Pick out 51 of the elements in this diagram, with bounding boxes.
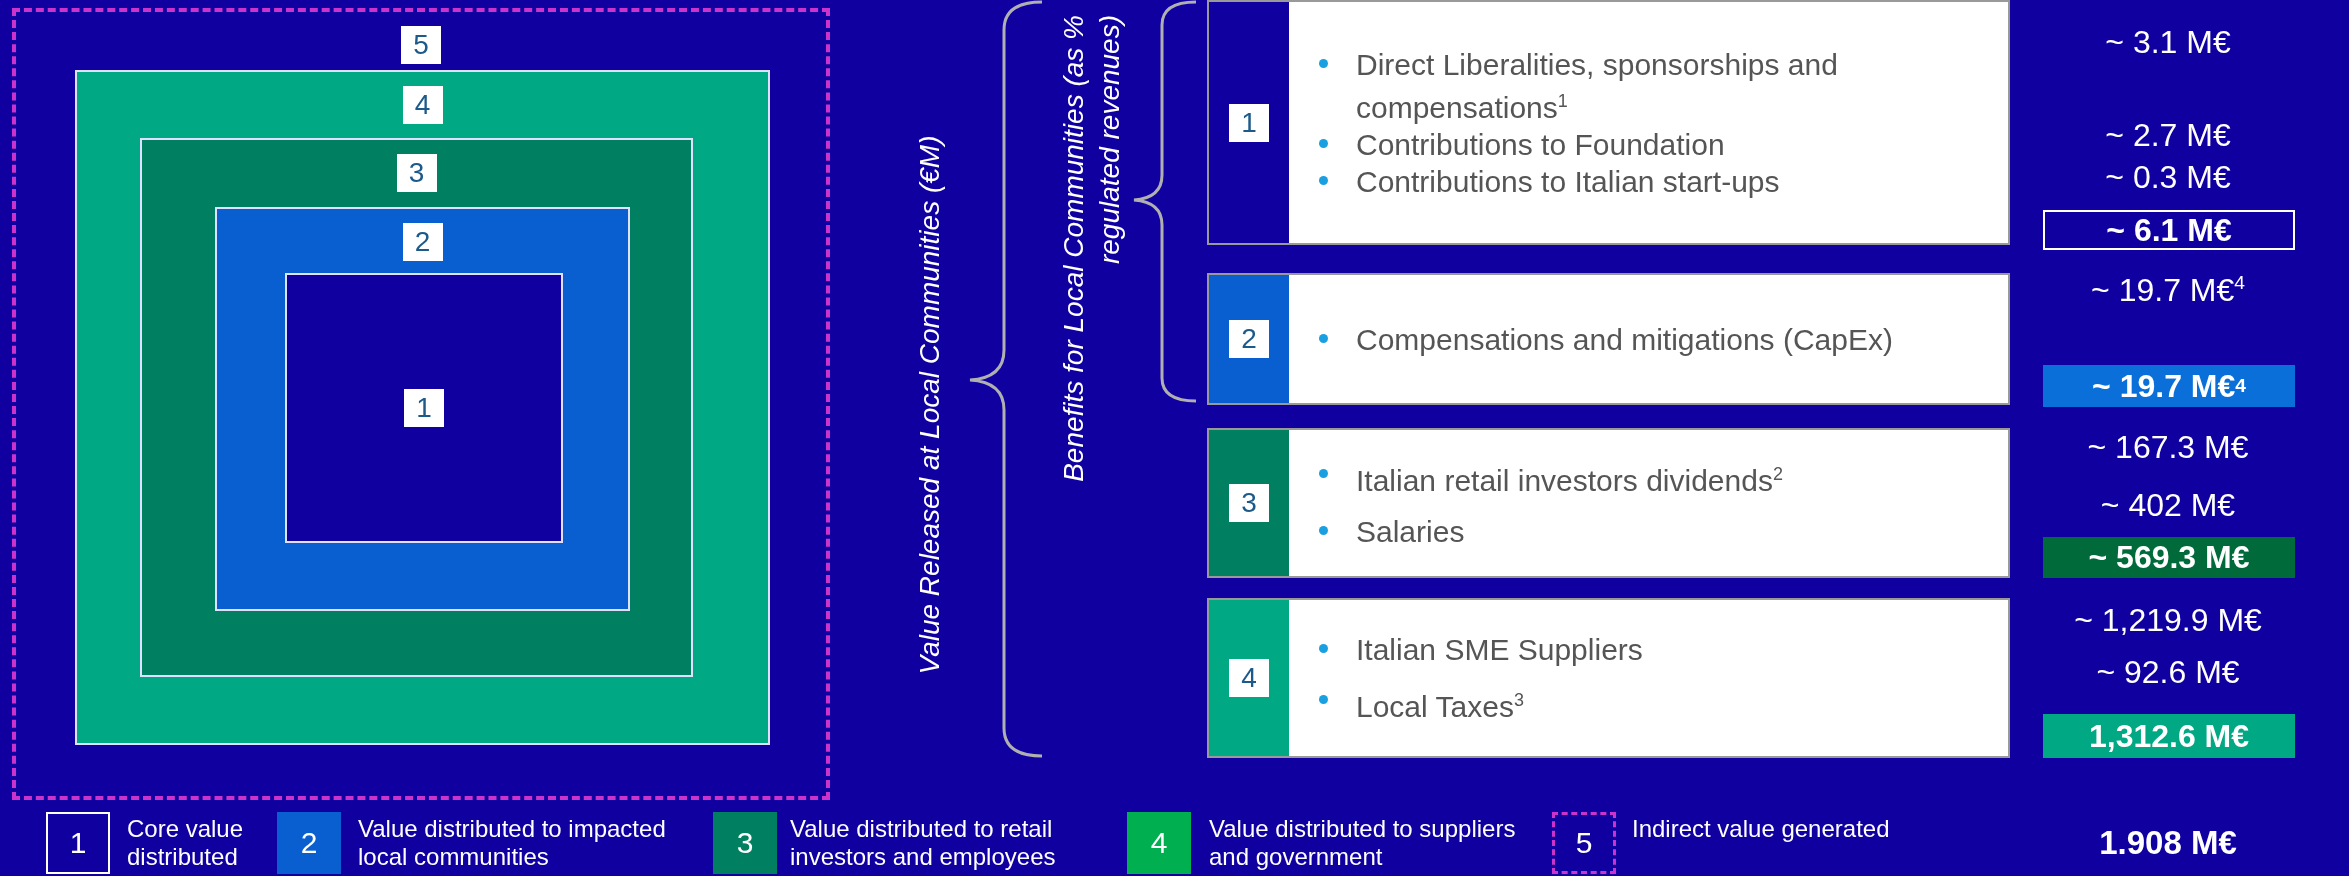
legend-text: Value distributed to suppliers and government xyxy=(1209,815,1517,871)
info-card xyxy=(1207,0,2010,245)
number-label: 3 xyxy=(396,154,437,192)
list-item-text: Contributions to Foundation xyxy=(1356,126,1725,163)
nested-square xyxy=(215,207,630,611)
list-item-text: Salaries xyxy=(1356,514,1465,550)
total-value: ~ 6.1 M€ xyxy=(2043,210,2295,250)
value-text: ~ 1,219.9 M€ xyxy=(2074,601,2262,639)
value-text: ~ 2.7 M€ xyxy=(2105,116,2231,154)
value-text: ~ 3.1 M€ xyxy=(2105,23,2231,61)
info-card xyxy=(1207,428,2010,578)
list-item-text: Direct Liberalities, sponsorships and compensations$^{1}$ xyxy=(1356,46,1839,126)
number-label: 2 xyxy=(1229,320,1269,358)
list-item-text: Italian SME Suppliers xyxy=(1356,632,1643,668)
nested-square xyxy=(75,70,770,745)
total-value: ~ 19.7 M€$^{4}$ xyxy=(2043,365,2295,407)
legend-swatch: 5 xyxy=(1552,812,1616,874)
legend-text: Value distributed to retail investors and employees xyxy=(790,815,1057,871)
list-item-text: Contributions to Italian start-ups xyxy=(1356,163,1780,200)
legend-swatch: 3 xyxy=(713,812,777,874)
dashed-square xyxy=(12,8,830,800)
number-label: 4 xyxy=(1229,659,1269,697)
value-text: ~ 167.3 M€ xyxy=(2087,428,2249,466)
legend-text: Indirect value generated xyxy=(1632,815,1891,843)
number-label: 5 xyxy=(401,26,441,64)
grand-total: 1.908 M€ xyxy=(2099,824,2237,862)
legend-swatch: 2 xyxy=(277,812,341,874)
number-label: 1 xyxy=(1229,103,1269,142)
legend-text: Core value distributed xyxy=(127,815,245,871)
list-item-text: Italian retail investors dividends$^{2}$ xyxy=(1356,463,1783,499)
info-card xyxy=(1207,273,2010,405)
axis-title: Value Released at Local Communities (€M) xyxy=(914,134,946,677)
axis-title: Benefits for Local Communities (as % regulated revenues) xyxy=(1057,15,1126,484)
value-text: ~ 402 M€ xyxy=(2100,486,2236,524)
value-text: ~ 0.3 M€ xyxy=(2105,158,2231,196)
legend-swatch: 1 xyxy=(46,812,110,874)
list-item-text: Compensations and mitigations (CapEx) xyxy=(1356,321,1893,358)
list-item-text: Local Taxes$^{3}$ xyxy=(1356,689,1524,725)
value-text: ~ 92.6 M€ xyxy=(2096,653,2240,691)
number-label: 1 xyxy=(404,389,444,427)
total-value: 1,312.6 M€ xyxy=(2043,714,2295,758)
number-label: 2 xyxy=(402,223,443,261)
nested-square xyxy=(140,138,693,677)
info-card xyxy=(1207,598,2010,758)
legend-swatch: 4 xyxy=(1127,812,1191,874)
legend-text: Value distributed to impacted local communities xyxy=(358,815,667,871)
total-value: ~ 569.3 M€ xyxy=(2043,537,2295,578)
number-label: 4 xyxy=(402,86,443,124)
number-label: 3 xyxy=(1229,484,1269,522)
value-text: ~ 19.7 M€$^{4}$ xyxy=(2091,271,2245,309)
nested-square xyxy=(285,273,563,543)
